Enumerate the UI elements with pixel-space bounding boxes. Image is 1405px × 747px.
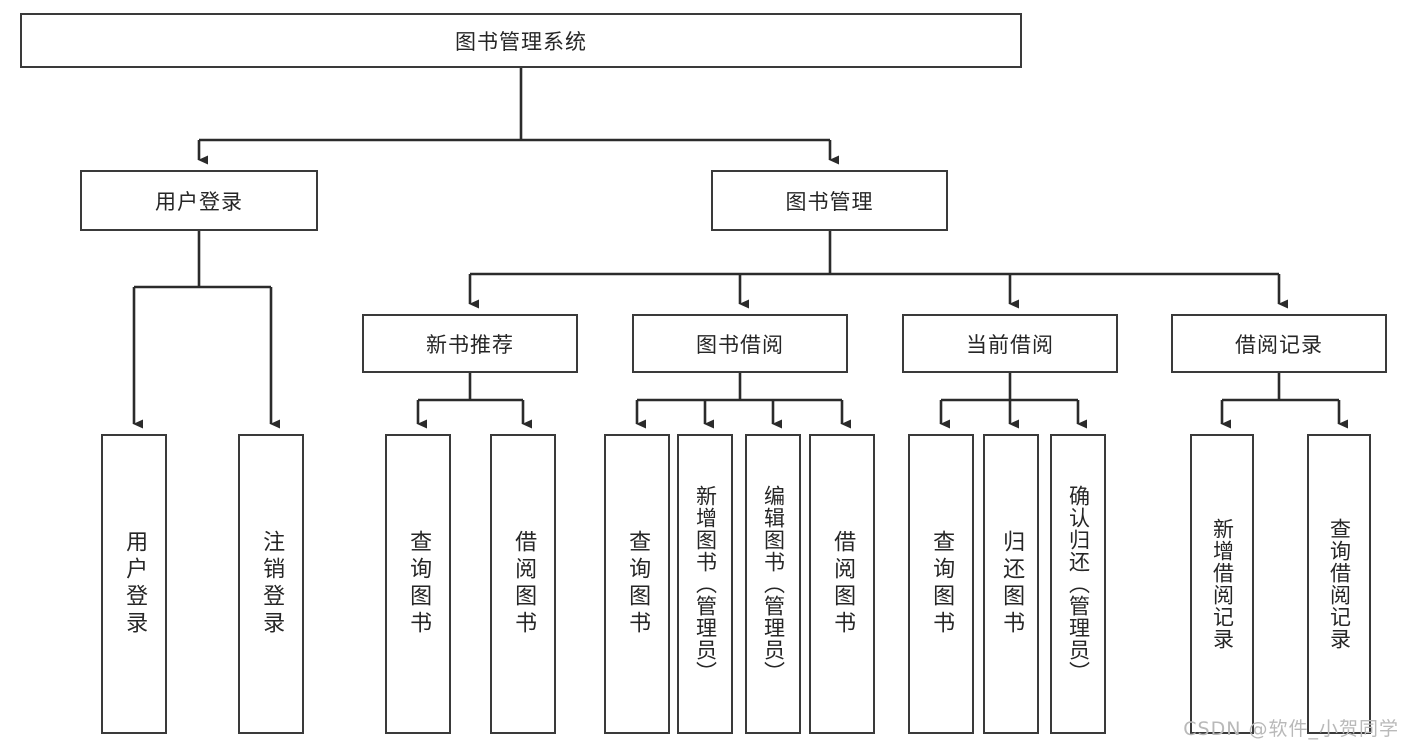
leaf-add-book-admin[interactable]: 新增图书（管理员） bbox=[677, 434, 733, 734]
leaf-edit-book-admin[interactable]: 编辑图书（管理员） bbox=[745, 434, 801, 734]
node-root-system[interactable]: 图书管理系统 bbox=[20, 13, 1022, 68]
leaf-confirm-return-admin[interactable]: 确认归还（管理员） bbox=[1050, 434, 1106, 734]
watermark-text: CSDN @软件_小贺同学 bbox=[1183, 718, 1399, 740]
node-book-management[interactable]: 图书管理 bbox=[711, 170, 948, 231]
leaf-query-book-current[interactable]: 查询图书 bbox=[908, 434, 974, 734]
leaf-user-login[interactable]: 用户登录 bbox=[101, 434, 167, 734]
leaf-return-book[interactable]: 归还图书 bbox=[983, 434, 1039, 734]
leaf-query-book-recommend[interactable]: 查询图书 bbox=[385, 434, 451, 734]
node-book-borrow[interactable]: 图书借阅 bbox=[632, 314, 848, 373]
leaf-borrow-book-recommend[interactable]: 借阅图书 bbox=[490, 434, 556, 734]
node-new-book-recommend[interactable]: 新书推荐 bbox=[362, 314, 578, 373]
leaf-logout[interactable]: 注销登录 bbox=[238, 434, 304, 734]
leaf-query-book-borrow[interactable]: 查询图书 bbox=[604, 434, 670, 734]
node-current-borrow[interactable]: 当前借阅 bbox=[902, 314, 1118, 373]
node-user-login[interactable]: 用户登录 bbox=[80, 170, 318, 231]
leaf-add-borrow-record[interactable]: 新增借阅记录 bbox=[1190, 434, 1254, 734]
leaf-borrow-book[interactable]: 借阅图书 bbox=[809, 434, 875, 734]
leaf-query-borrow-record[interactable]: 查询借阅记录 bbox=[1307, 434, 1371, 734]
node-borrow-record[interactable]: 借阅记录 bbox=[1171, 314, 1387, 373]
